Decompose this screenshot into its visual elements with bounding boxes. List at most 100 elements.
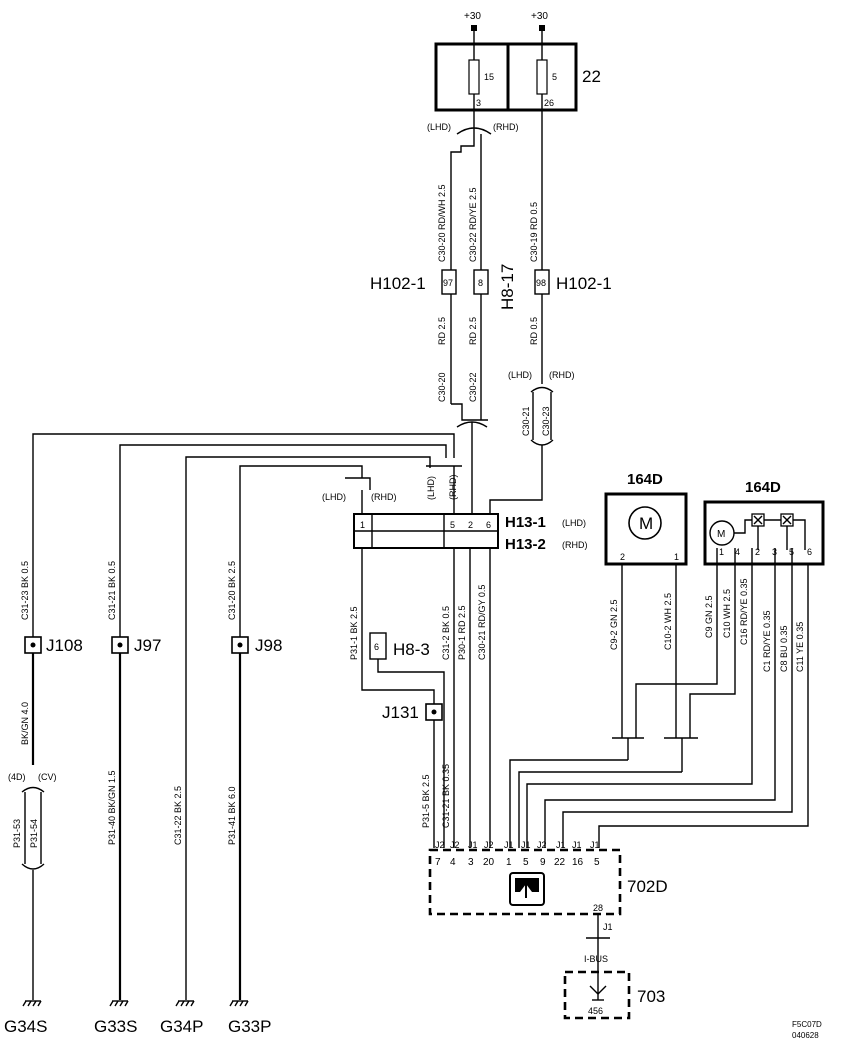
motor-164d-left: 164D M 2 1 C9-2 GN 2.5 C10-2 WH 2.5: [604, 471, 688, 738]
wire-c30-22-lower: C30-22: [468, 372, 478, 402]
label-g34s: G34S: [4, 1017, 47, 1036]
wire-c30-21-rdgy: C30-21 RD/GY 0.5: [477, 585, 487, 660]
feed-wires: (LHD) (RHD) C30-20 RD/WH 2.5 C30-22 RD/Y…: [370, 110, 612, 514]
fuse-pin-3: 3: [476, 98, 481, 108]
motor-right-pin-4: 4: [735, 547, 740, 557]
label-h102-1-left: H102-1: [370, 274, 426, 293]
wire-c31-23: C31-23 BK 0.5: [20, 561, 30, 620]
wire-rd-25-mid: RD 2.5: [468, 317, 478, 345]
label-g33s: G33S: [94, 1017, 137, 1036]
702d-header-5: J1: [504, 840, 514, 850]
label-h13-1-lhd: (LHD): [562, 518, 586, 528]
h13-pin-2: 2: [468, 520, 473, 530]
connector-h13: 1 5 2 6 H13-1 (LHD) H13-2 (RHD): [353, 513, 588, 553]
wire-rd-05: RD 0.5: [529, 317, 539, 345]
supply-terminal-right: [539, 25, 545, 31]
label-j97: J97: [134, 636, 161, 655]
wire-c30-21: C30-21: [521, 406, 531, 436]
motor-left-pin-2: 2: [620, 552, 625, 562]
label-702d: 702D: [627, 877, 668, 896]
wire-c30-20-lower: C30-20: [437, 372, 447, 402]
wire-bkgn-40: BK/GN 4.0: [20, 702, 30, 745]
wire-c10: C10 WH 2.5: [722, 589, 732, 638]
702d-header-2: J2: [450, 840, 460, 850]
variant-lhd-top: (LHD): [427, 122, 451, 132]
label-j98: J98: [255, 636, 282, 655]
wire-p31-54: P31-54: [29, 819, 39, 848]
module-703-outline: [563, 970, 631, 1020]
fuse-block-outline: [434, 42, 578, 112]
label-h8-17: H8-17: [498, 264, 517, 310]
wire-p31-41: P31-41 BK 6.0: [227, 786, 237, 845]
wire-c16: C16 RD/YE 0.35: [739, 578, 749, 645]
wire-c9: C9 GN 2.5: [704, 595, 714, 638]
wire-c9-2: C9-2 GN 2.5: [609, 599, 619, 650]
702d-header-1: J2: [435, 840, 445, 850]
label-h13-2: H13-2: [505, 536, 546, 553]
702d-pin-5b: 5: [594, 857, 600, 868]
wire-p30-1: P30-1 RD 2.5: [457, 605, 467, 660]
702d-pin-7: 7: [435, 857, 441, 868]
label-j108: J108: [46, 636, 83, 655]
fuse-15-label: 15: [484, 72, 494, 82]
702d-pin-3: 3: [468, 857, 474, 868]
h8-3-pin: 6: [374, 642, 379, 652]
wire-c31-22: C31-22 BK 2.5: [173, 786, 183, 845]
702d-header-6: J1: [521, 840, 531, 850]
i-bus-label: I-BUS: [584, 954, 608, 964]
ground-symbol-g34s: [22, 1000, 42, 1007]
wire-p31-5: P31-5 BK 2.5: [421, 774, 431, 828]
label-h8-3: H8-3: [393, 640, 430, 659]
wire-p31-1: P31-1 BK 2.5: [349, 606, 359, 660]
702d-pin-16: 16: [572, 857, 584, 868]
variant-rhd-h13: (RHD): [371, 492, 397, 502]
module-702d: J2 J2 J1 J2 J1 J1 J2 J1 J1 J1 7 4 3 20 1…: [428, 840, 668, 972]
pin-98: 98: [536, 278, 546, 288]
motor-right-pin-1: 1: [719, 547, 724, 557]
footer-code-2: 040628: [792, 1031, 819, 1040]
wire-p31-40: P31-40 BK/GN 1.5: [107, 770, 117, 845]
variant-4d: (4D): [8, 772, 26, 782]
702d-header-8: J1: [556, 840, 566, 850]
fuse-5-symbol: [536, 59, 548, 95]
702d-header-9: J1: [572, 840, 582, 850]
wire-p31-53: P31-53: [12, 819, 22, 848]
fuse-block-ref: 22: [582, 67, 601, 86]
wire-c31-2: C31-2 BK 0.5: [441, 606, 451, 660]
label-g34p: G34P: [160, 1017, 203, 1036]
supply-label-right: +30: [531, 11, 548, 22]
702d-pin-9: 9: [540, 857, 546, 868]
motor-left-m: M: [639, 514, 653, 533]
variant-lhd-vert: (LHD): [426, 476, 436, 500]
supply-terminal-left: [471, 25, 477, 31]
footer-code-1: F5C07D: [792, 1020, 822, 1029]
left-grounds: J108 J97 J98 BK/GN 4.0 (4D) (CV) P31-53 …: [4, 636, 282, 1036]
wire-c1: C1 RD/YE 0.35: [762, 610, 772, 672]
702d-bottom-header: J1: [603, 922, 613, 932]
variant-rhd-top: (RHD): [493, 122, 519, 132]
fuse-pin-26: 26: [544, 98, 554, 108]
motor-right-pin-6: 6: [807, 547, 812, 557]
h13-pin-5: 5: [450, 520, 455, 530]
fuse-5-label: 5: [552, 72, 557, 82]
702d-header-3: J1: [468, 840, 478, 850]
motor-left-symbol: [628, 506, 662, 540]
wire-c30-19-rd: C30-19 RD 0.5: [529, 202, 539, 262]
wire-c31-21: C31-21 BK 0.5: [107, 561, 117, 620]
wire-c30-23: C30-23: [541, 406, 551, 436]
variant-rhd-vert: (RHD): [448, 475, 458, 501]
ground-symbol-g33s: [109, 1000, 129, 1007]
702d-pin-20: 20: [483, 857, 495, 868]
wire-c30-22-rdye: C30-22 RD/YE 2.5: [468, 187, 478, 262]
variant-cv: (CV): [38, 772, 57, 782]
motor-right-pin-2: 2: [755, 547, 760, 557]
label-164d-right: 164D: [745, 479, 781, 496]
fuse-block-22: +30 +30 15 5 3 26 22: [434, 11, 601, 112]
motor-left-pin-1: 1: [674, 552, 679, 562]
label-g33p: G33P: [228, 1017, 271, 1036]
module-703: 456 703: [563, 970, 665, 1020]
variant-rhd-right: (RHD): [549, 370, 575, 380]
label-h102-1-right: H102-1: [556, 274, 612, 293]
